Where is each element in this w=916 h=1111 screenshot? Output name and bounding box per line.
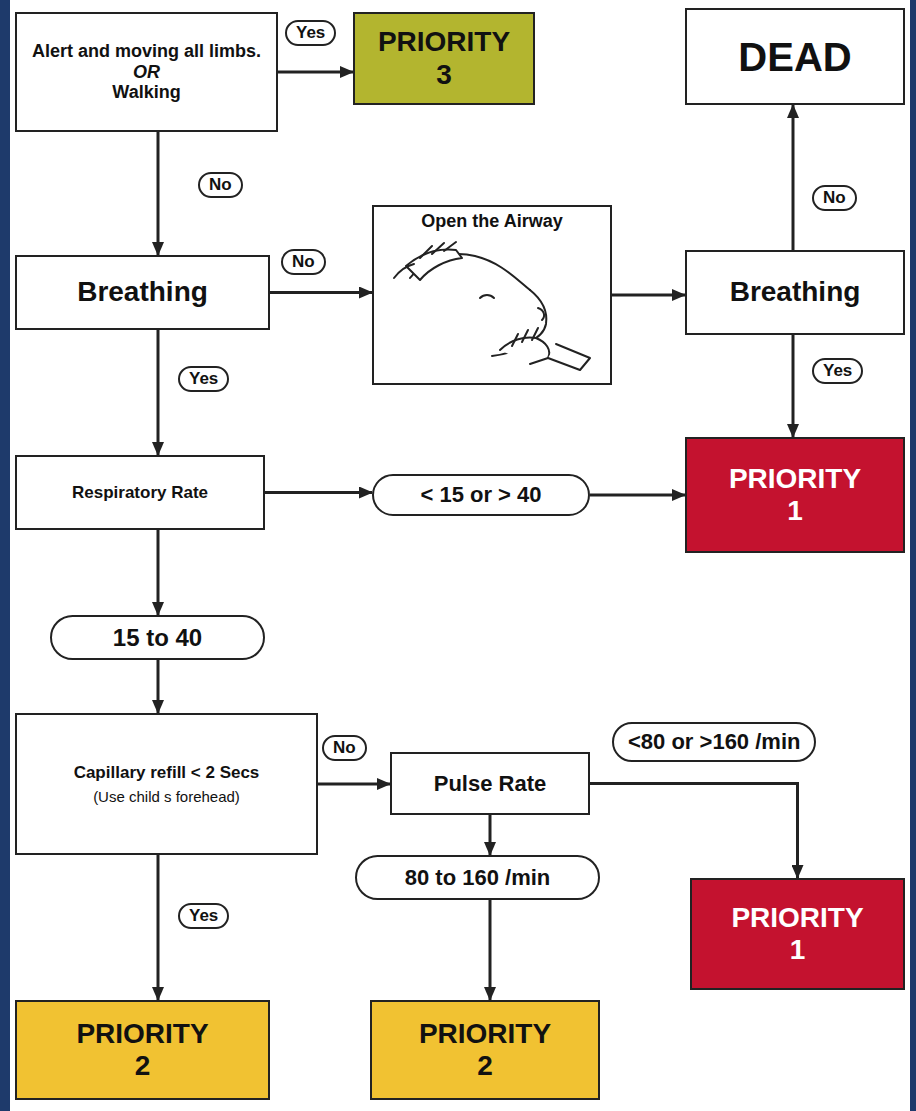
node-text: Alert and moving all limbs. xyxy=(32,41,261,62)
node-text: Open the Airway xyxy=(421,211,562,232)
flow-arrow xyxy=(157,330,160,455)
node-text: 80 to 160 /min xyxy=(405,865,551,890)
node-text: PRIORITY 1 xyxy=(723,463,868,527)
flow-arrow xyxy=(157,530,160,615)
edge-label: <80 or >160 /min xyxy=(612,722,816,762)
fingers xyxy=(420,242,456,258)
node-text: (Use child s forehead) xyxy=(93,788,240,805)
node-text: DEAD xyxy=(738,34,851,80)
flow-arrow xyxy=(489,900,492,1000)
node-text: PRIORITY 1 xyxy=(725,902,870,966)
flow-arrow xyxy=(265,491,372,494)
edge-label: No xyxy=(322,735,367,761)
wrist xyxy=(394,264,414,278)
node-text: Capillary refill < 2 Secs xyxy=(74,763,260,783)
edge-label: Yes xyxy=(285,20,336,46)
node-text: Respiratory Rate xyxy=(72,483,208,503)
priority-box: PRIORITY 2 xyxy=(15,1000,270,1100)
priority-box: PRIORITY 2 xyxy=(370,1000,600,1100)
decision-box: Capillary refill < 2 Secs (Use child s fo… xyxy=(15,713,318,855)
priority-box: PRIORITY 1 xyxy=(690,878,905,990)
flow-arrow xyxy=(157,660,160,713)
decision-box: Pulse Rate xyxy=(390,752,590,815)
edge-label: Yes xyxy=(178,366,229,392)
node-text: < 15 or > 40 xyxy=(420,482,541,507)
decision-box: Breathing xyxy=(685,250,905,335)
node-text: PRIORITY 3 xyxy=(372,26,517,90)
edge-label: No xyxy=(198,172,243,198)
node-text: PRIORITY 2 xyxy=(70,1018,215,1082)
flow-arrow xyxy=(270,291,372,294)
flow-arrow xyxy=(489,815,492,855)
flow-arrow xyxy=(590,784,798,879)
range-pill: < 15 or > 40 xyxy=(372,474,590,516)
outcome-box: DEAD xyxy=(685,8,905,105)
node-text: OR xyxy=(133,62,160,83)
edge-label: No xyxy=(812,185,857,211)
node-text: 15 to 40 xyxy=(113,624,202,652)
edge-label: Yes xyxy=(812,358,863,384)
decision-box: Alert and moving all limbs.ORWalking xyxy=(15,12,278,132)
eye xyxy=(480,295,494,298)
sleeve xyxy=(548,344,590,370)
range-pill: 80 to 160 /min xyxy=(355,855,600,900)
decision-box: Respiratory Rate xyxy=(15,455,265,530)
face-profile xyxy=(530,290,546,342)
nose xyxy=(538,308,544,320)
edge-label: Yes xyxy=(178,903,229,929)
priority-box: PRIORITY 1 xyxy=(685,437,905,553)
flow-arrow xyxy=(157,855,160,1000)
hand-at-chin xyxy=(500,338,549,365)
node-text: Walking xyxy=(112,82,180,103)
action-box: Open the Airway xyxy=(372,205,612,385)
node-text: PRIORITY 2 xyxy=(413,1018,558,1082)
flow-arrow xyxy=(590,494,685,497)
flow-arrow xyxy=(612,294,685,297)
flow-arrow xyxy=(792,335,795,437)
node-text: Pulse Rate xyxy=(434,771,547,796)
range-pill: 15 to 40 xyxy=(50,615,265,660)
node-text: Breathing xyxy=(730,276,861,308)
flow-arrow xyxy=(318,783,390,786)
flow-arrow xyxy=(157,132,160,255)
decision-box: Breathing xyxy=(15,255,270,330)
node-text: Breathing xyxy=(77,276,208,308)
fingers xyxy=(512,328,538,346)
flow-arrow xyxy=(278,71,353,74)
flow-arrow xyxy=(792,105,795,250)
airway-illustration xyxy=(380,238,605,380)
priority-box: PRIORITY 3 xyxy=(353,12,535,105)
edge-label: No xyxy=(281,249,326,275)
